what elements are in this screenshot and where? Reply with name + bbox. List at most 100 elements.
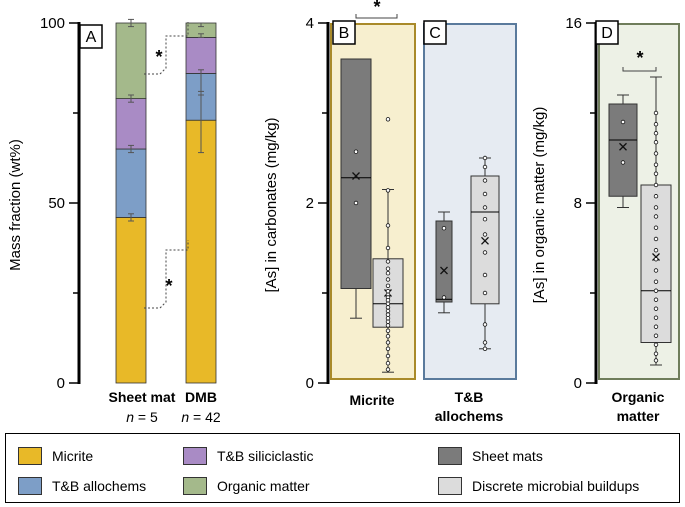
box-micrite-sheet-mats — [340, 58, 372, 289]
panel-letter-c: C — [429, 25, 441, 42]
data-point-micrite-discrete-microbial-buildups — [385, 305, 391, 310]
data-point-t-b-allochems-discrete-microbial-buildups — [482, 290, 488, 296]
panel-letter-d: D — [601, 25, 613, 42]
data-point-micrite-discrete-microbial-buildups — [385, 312, 391, 317]
bar-organic-matter-sheet-mat — [115, 22, 147, 99]
legend-swatch-micrite — [18, 447, 42, 465]
data-point-organic-matter-discrete-microbial-buildups — [653, 351, 659, 356]
data-point-micrite-discrete-microbial-buildups — [385, 328, 391, 333]
panel-c-background — [423, 23, 517, 380]
bar-t-b-siliciclastic-dmb — [185, 37, 217, 74]
box-organic-matter-sheet-mats — [608, 103, 638, 197]
legend-item-sheet-mats: Sheet mats — [438, 447, 543, 465]
panel-letter-a: A — [86, 29, 97, 46]
data-point-organic-matter-discrete-microbial-buildups — [653, 194, 659, 199]
mean-marker-organic-matter-discrete-microbial-buildups — [652, 253, 660, 261]
category-label-organic-line2: matter — [617, 408, 660, 424]
data-point-micrite-sheet-mats — [353, 200, 359, 206]
legend-swatch-discrete-microbial-buildups — [438, 477, 462, 495]
category-label-dmb: DMB — [185, 389, 217, 405]
data-point-organic-matter-discrete-microbial-buildups — [653, 162, 659, 167]
significance-star-d: * — [636, 48, 643, 68]
panel-letter-b: B — [339, 25, 350, 42]
data-point-t-b-allochems-discrete-microbial-buildups — [482, 191, 488, 197]
data-point-organic-matter-discrete-microbial-buildups — [653, 110, 659, 116]
box-t-b-allochems-sheet-mats — [435, 220, 453, 303]
data-point-micrite-discrete-microbial-buildups — [385, 316, 391, 321]
panel-a-ylabel: Mass fraction (wt%) — [7, 139, 24, 271]
data-point-micrite-discrete-microbial-buildups — [385, 361, 391, 366]
data-point-micrite-discrete-microbial-buildups — [385, 353, 391, 359]
data-point-micrite-discrete-microbial-buildups — [385, 117, 391, 122]
panel-bc-y-tick-label: 2 — [306, 195, 314, 212]
data-point-t-b-allochems-discrete-microbial-buildups — [482, 322, 488, 327]
data-point-micrite-discrete-microbial-buildups — [385, 245, 391, 251]
bar-t-b-allochems-sheet-mat — [115, 148, 147, 218]
category-label-tb-allochems-line2: allochems — [435, 408, 504, 424]
data-point-micrite-discrete-microbial-buildups — [385, 308, 391, 314]
bar-micrite-dmb — [185, 119, 217, 384]
data-point-micrite-discrete-microbial-buildups — [385, 340, 391, 345]
data-point-organic-matter-discrete-microbial-buildups — [653, 268, 659, 273]
data-point-micrite-discrete-microbial-buildups — [385, 319, 391, 324]
data-point-t-b-allochems-discrete-microbial-buildups — [482, 232, 488, 237]
data-point-organic-matter-discrete-microbial-buildups — [653, 279, 659, 284]
data-point-t-b-allochems-discrete-microbial-buildups — [482, 346, 488, 351]
legend-swatch-organic-matter — [183, 477, 207, 495]
data-point-t-b-allochems-discrete-microbial-buildups — [482, 272, 488, 278]
data-point-organic-matter-discrete-microbial-buildups — [653, 288, 659, 293]
legend-label-micrite: Micrite — [52, 448, 94, 464]
legend-item-tb-allochems: T&B allochems — [18, 477, 146, 495]
significance-star-micrite: * — [165, 276, 172, 296]
data-point-micrite-discrete-microbial-buildups — [385, 367, 391, 372]
data-point-organic-matter-discrete-microbial-buildups — [653, 140, 659, 145]
panel-bc: [As] in carbonates (mg/kg) 024 B C * Mic… — [263, 0, 517, 424]
data-point-micrite-discrete-microbial-buildups — [385, 323, 391, 328]
legend-item-micrite: Micrite — [18, 447, 93, 465]
panel-d-y-tick-label: 8 — [574, 195, 582, 212]
data-point-organic-matter-sheet-mats — [620, 119, 626, 125]
legend-label-discrete-microbial-buildups: Discrete microbial buildups — [472, 478, 640, 494]
legend-swatch-sheet-mats — [438, 447, 462, 465]
data-point-micrite-discrete-microbial-buildups — [385, 301, 391, 306]
data-point-organic-matter-discrete-microbial-buildups — [653, 324, 659, 329]
data-point-micrite-discrete-microbial-buildups — [385, 271, 391, 276]
bar-micrite-sheet-mat — [115, 216, 147, 384]
data-point-organic-matter-discrete-microbial-buildups — [653, 151, 659, 156]
data-point-micrite-sheet-mats — [353, 149, 359, 154]
data-point-organic-matter-discrete-microbial-buildups — [653, 358, 659, 363]
data-point-organic-matter-discrete-microbial-buildups — [653, 214, 659, 219]
significance-bracket-micrite — [144, 240, 189, 309]
bar-t-b-siliciclastic-sheet-mat — [115, 98, 147, 150]
data-point-micrite-discrete-microbial-buildups — [385, 334, 391, 339]
data-point-organic-matter-discrete-microbial-buildups — [653, 205, 659, 210]
legend-label-sheet-mats: Sheet mats — [472, 448, 543, 464]
data-point-t-b-allochems-discrete-microbial-buildups — [482, 340, 488, 345]
data-point-organic-matter-discrete-microbial-buildups — [653, 315, 659, 320]
data-point-t-b-allochems-discrete-microbial-buildups — [482, 250, 488, 255]
data-point-t-b-allochems-discrete-microbial-buildups — [482, 164, 488, 170]
data-point-organic-matter-discrete-microbial-buildups — [653, 122, 659, 127]
significance-bracket-bc — [355, 14, 398, 19]
mean-marker-organic-matter-sheet-mats — [619, 142, 627, 151]
data-point-micrite-discrete-microbial-buildups — [385, 266, 391, 271]
data-point-organic-matter-discrete-microbial-buildups — [653, 306, 659, 311]
category-label-sheet-mat: Sheet mat — [109, 389, 176, 405]
data-point-micrite-discrete-microbial-buildups — [385, 277, 391, 282]
data-point-micrite-discrete-microbial-buildups — [385, 259, 391, 264]
data-point-organic-matter-discrete-microbial-buildups — [653, 225, 659, 230]
legend-item-tb-siliciclastic: T&B siliciclastic — [183, 447, 313, 465]
panel-a-y-tick-label: 100 — [40, 15, 65, 32]
data-point-t-b-allochems-discrete-microbial-buildups — [482, 155, 488, 161]
legend: Micrite T&B siliciclastic Sheet mats T&B… — [5, 433, 680, 503]
panel-letter-a-box — [79, 24, 103, 49]
legend-label-tb-siliciclastic: T&B siliciclastic — [217, 448, 314, 464]
data-point-organic-matter-discrete-microbial-buildups — [653, 333, 659, 338]
data-point-micrite-discrete-microbial-buildups — [385, 289, 391, 294]
panel-letter-c-box — [423, 20, 447, 45]
data-point-micrite-discrete-microbial-buildups — [385, 283, 391, 288]
data-point-micrite-discrete-microbial-buildups — [385, 346, 391, 351]
mean-marker-t-b-allochems-sheet-mats — [440, 266, 448, 275]
